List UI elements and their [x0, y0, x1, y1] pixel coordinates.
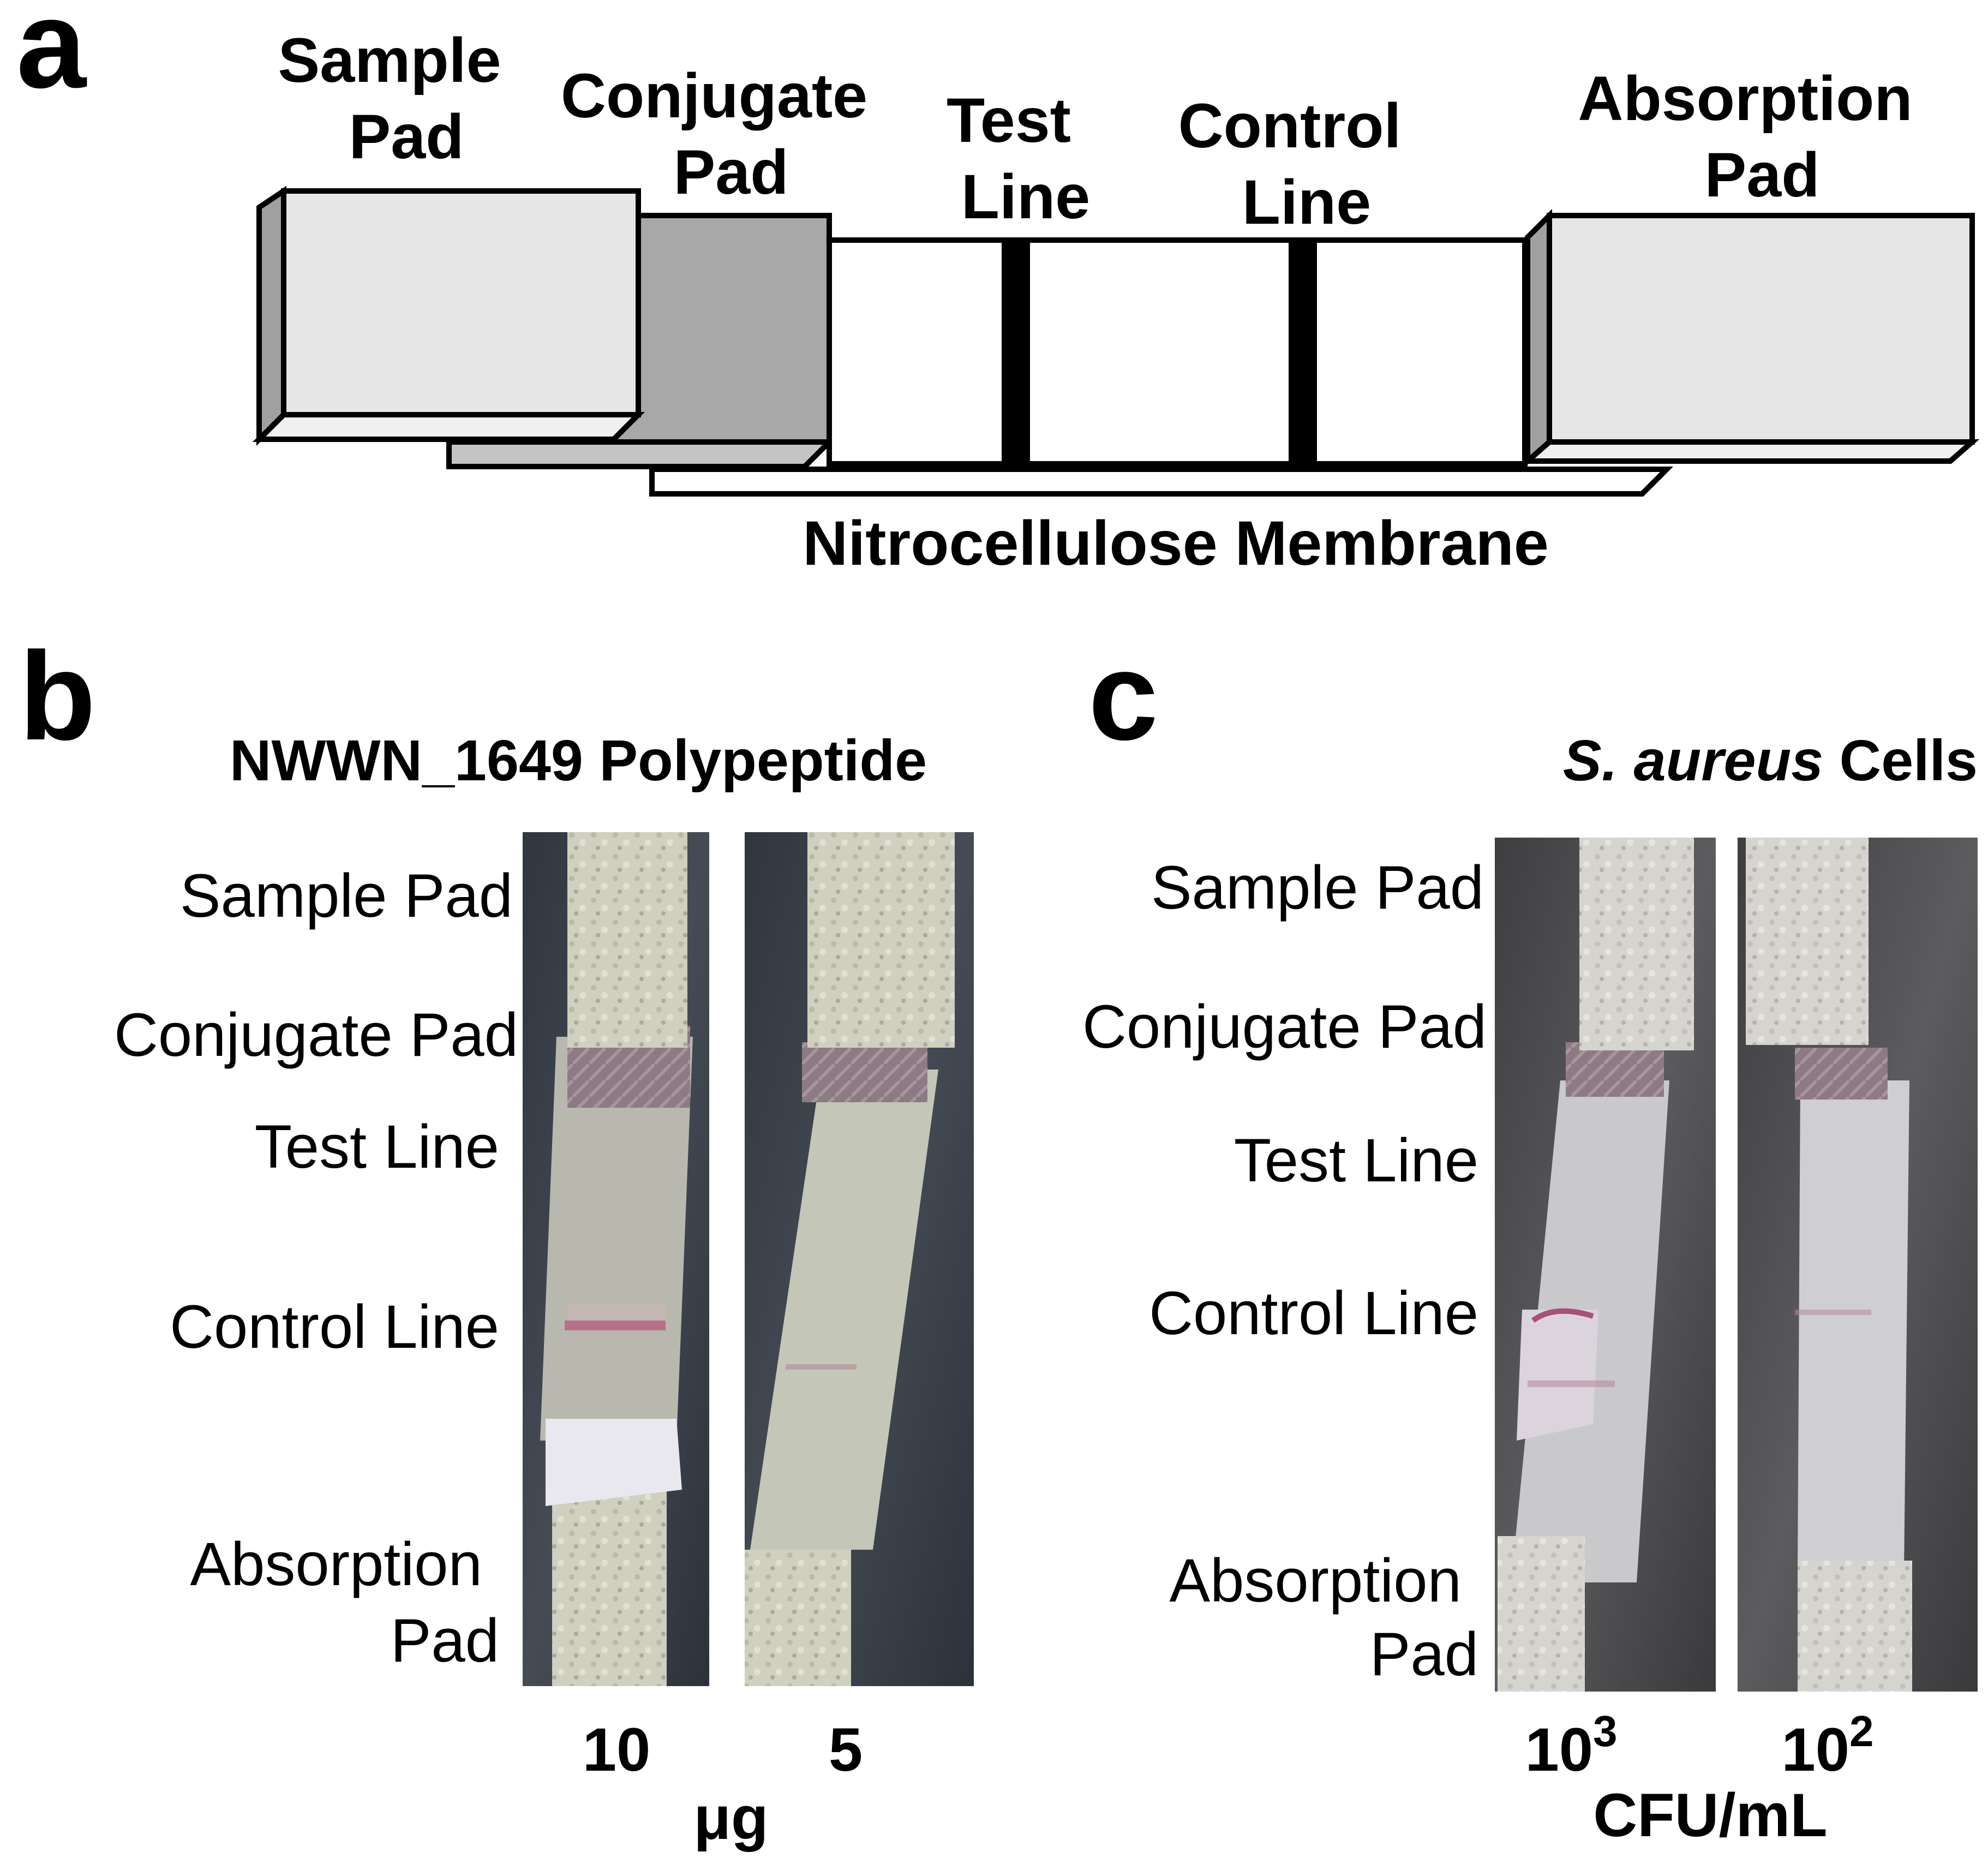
b-label-absorption-1: Absorption	[190, 1530, 482, 1598]
label-test-line-1: Test	[947, 86, 1071, 156]
label-membrane: Nitrocellulose Membrane	[803, 509, 1549, 578]
panel-c-title: S. aureus Cells	[1563, 728, 1978, 793]
svg-text:Sample Pad: Sample Pad	[278, 26, 518, 172]
svg-text:Control Line: Control Line	[1178, 91, 1419, 237]
sample-pad-side	[256, 186, 286, 446]
b-strip-label-5: 5	[829, 1716, 863, 1784]
b-label-conjugate-pad: Conjugate Pad	[114, 1001, 518, 1069]
b-strip-label-10: 10	[583, 1716, 651, 1784]
panel-c-title-organism: S. aureus	[1563, 728, 1823, 793]
absorption-pad-side	[1525, 208, 1552, 468]
label-sample-pad-2: Pad	[349, 102, 464, 172]
panel-b: b NWWN_1649 Polypeptide Sample Pad Conju…	[19, 626, 974, 1852]
svg-text:Absorption Pad: Absorption Pad	[190, 1530, 499, 1675]
strip-photo-b-5	[745, 832, 974, 1686]
svg-text:Absorption Pad: Absorption Pad	[1578, 64, 1930, 210]
b-label-control-line: Control Line	[170, 1293, 499, 1361]
svg-text:Absorption Pad: Absorption Pad	[1169, 1546, 1478, 1688]
svg-text:Test Line: Test Line	[947, 86, 1090, 232]
label-sample-pad-1: Sample	[278, 26, 501, 95]
b-unit-label: μg	[694, 1784, 769, 1852]
b-label-absorption-2: Pad	[391, 1606, 499, 1675]
panel-a: a Sample Pad Conjugate	[16, 0, 1980, 578]
absorption-pad-bottom	[1520, 439, 1980, 464]
panel-a-letter: a	[16, 0, 87, 114]
label-absorption-pad-2: Pad	[1705, 140, 1820, 210]
control-line-bar	[1289, 240, 1317, 464]
c-strip-1-base: 10	[1525, 1716, 1593, 1784]
c-label-sample-pad: Sample Pad	[1151, 853, 1484, 922]
panel-c: c S. aureus Cells Sample Pad Conjugate P…	[1082, 626, 1978, 1849]
label-absorption-pad-1: Absorption	[1578, 64, 1912, 134]
strip-photo-b-10	[523, 832, 709, 1686]
c-strip-label-100: 102	[1781, 1707, 1873, 1784]
membrane-top	[827, 237, 1528, 467]
strip-photo-c-100	[1738, 838, 1978, 1692]
test-line-bar	[1002, 240, 1030, 464]
c-label-absorption-2: Pad	[1370, 1620, 1478, 1688]
panel-c-title-rest: Cells	[1823, 728, 1978, 793]
sample-pad	[281, 188, 641, 417]
label-test-line-2: Line	[961, 162, 1090, 232]
panel-b-letter: b	[19, 626, 96, 766]
strip-photo-c-1000	[1495, 838, 1716, 1692]
b-label-sample-pad: Sample Pad	[180, 862, 513, 930]
conjugate-pad-bottom	[446, 439, 836, 469]
label-conjugate-pad-1: Conjugate	[561, 61, 867, 131]
c-label-control-line: Control Line	[1149, 1279, 1478, 1347]
strip-schematic	[252, 186, 1980, 497]
label-conjugate-pad-2: Pad	[674, 138, 789, 207]
c-unit-label: CFU/mL	[1593, 1781, 1827, 1849]
panel-c-letter: c	[1088, 626, 1158, 766]
sample-pad-bottom	[252, 412, 645, 442]
label-control-line-1: Control	[1178, 91, 1402, 161]
label-control-line-2: Line	[1242, 168, 1371, 237]
svg-text:Conjugate Pad: Conjugate Pad	[561, 61, 885, 207]
c-label-absorption-1: Absorption	[1169, 1546, 1461, 1615]
b-label-test-line: Test Line	[255, 1113, 499, 1181]
c-strip-2-exp: 2	[1849, 1707, 1874, 1755]
c-label-conjugate-pad: Conjugate Pad	[1082, 993, 1487, 1061]
membrane-backing	[649, 467, 1674, 497]
c-strip-label-1000: 103	[1525, 1707, 1617, 1784]
panel-b-title: NWWN_1649 Polypeptide	[230, 728, 927, 793]
absorption-pad	[1547, 213, 1975, 445]
c-label-test-line: Test Line	[1234, 1126, 1478, 1194]
c-strip-2-base: 10	[1781, 1716, 1849, 1784]
c-strip-1-exp: 3	[1593, 1707, 1618, 1755]
